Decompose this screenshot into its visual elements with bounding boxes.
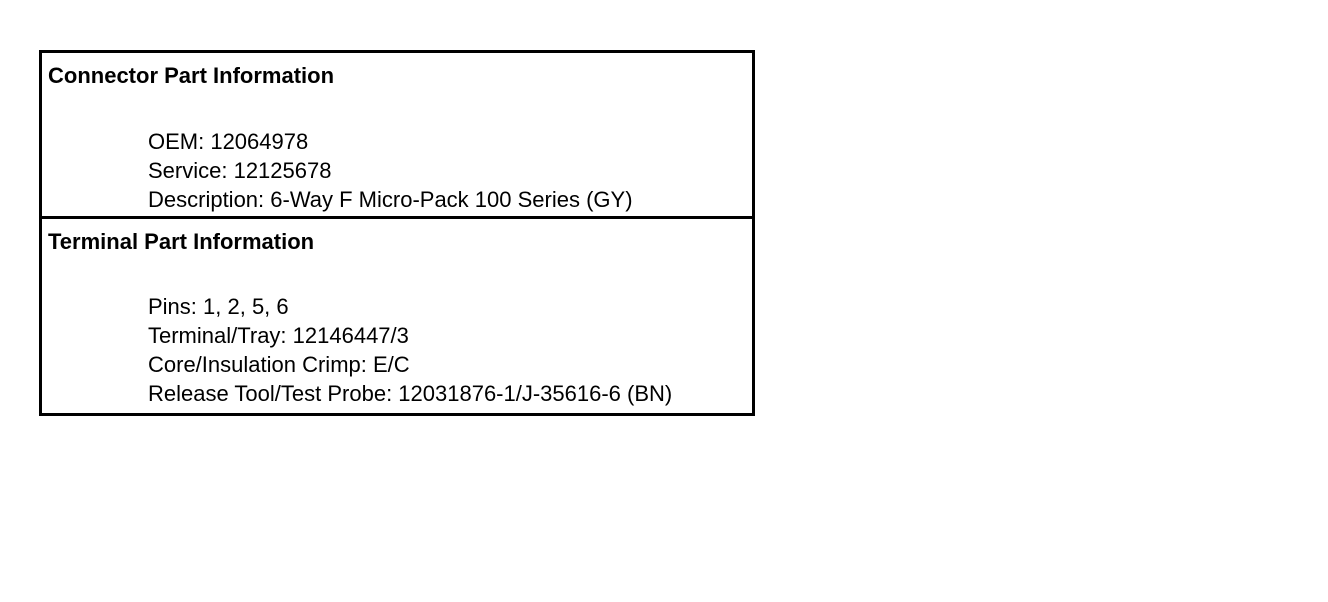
terminal-detail-list: Pins: 1, 2, 5, 6 Terminal/Tray: 12146447… [148, 292, 672, 408]
connector-detail-list: OEM: 12064978 Service: 12125678 Descript… [148, 127, 633, 214]
connector-oem-line: OEM: 12064978 [148, 129, 309, 154]
connector-section-title: Connector Part Information [48, 63, 335, 88]
connector-description-line: Description: 6-Way F Micro-Pack 100 Seri… [148, 187, 633, 212]
terminal-crimp-line: Core/Insulation Crimp: E/C [148, 352, 410, 377]
part-information-table: Connector Part Information OEM: 12064978… [39, 50, 755, 416]
terminal-pins-line: Pins: 1, 2, 5, 6 [148, 294, 289, 319]
terminal-release-tool-line: Release Tool/Test Probe: 12031876-1/J-35… [148, 381, 673, 406]
connector-part-section: Connector Part Information OEM: 12064978… [42, 53, 752, 219]
terminal-section-title: Terminal Part Information [48, 229, 315, 254]
terminal-part-section: Terminal Part Information Pins: 1, 2, 5,… [42, 219, 752, 413]
connector-service-line: Service: 12125678 [148, 158, 332, 183]
terminal-tray-line: Terminal/Tray: 12146447/3 [148, 323, 409, 348]
